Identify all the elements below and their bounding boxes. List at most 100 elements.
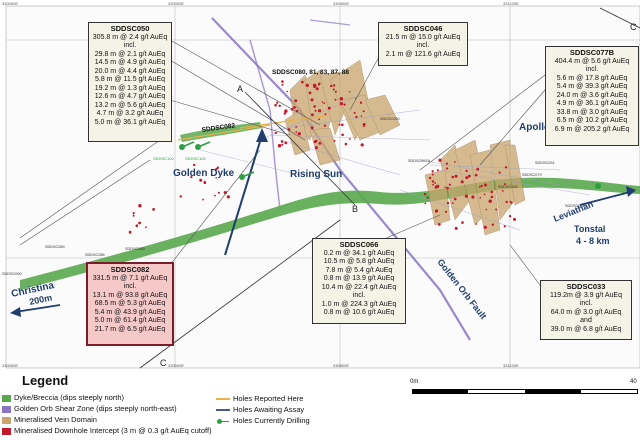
place-rising-sun: Rising Sun (290, 169, 342, 180)
tick-top-1: 330000E (2, 1, 18, 6)
intercept-dot (431, 170, 434, 173)
callout-line: 5.8 m @ 11.5 g/t AuEq (94, 76, 166, 83)
intercept-dot (281, 143, 284, 146)
intercept-dot (334, 98, 337, 101)
legend-item-intercept: Mineralised Downhole Intercept (3 m @ 0.… (2, 426, 212, 435)
callout-line: incl. (579, 300, 593, 307)
intercept-dot (448, 183, 451, 186)
intercept-dot (283, 112, 286, 115)
sddsc082-arrowhead (256, 128, 268, 142)
intercept-dot (308, 91, 312, 95)
hole-label-sddsc093: SDDSC093 (498, 185, 518, 189)
callout-line: 64.0 m @ 3.0 g/t AuEq (550, 308, 622, 316)
intercept-dot (323, 124, 327, 127)
intercept-dot (314, 146, 318, 150)
tick-bottom-2: 330500E (168, 363, 184, 368)
legend-item-label: Golden Orb Shear Zone (dips steeply nort… (14, 404, 177, 413)
intercept-dot (281, 80, 284, 83)
intercept-dot (465, 176, 469, 180)
callout-line: incl. (123, 283, 137, 290)
hole-label-sddsc089: SDDSC089 (45, 245, 65, 249)
intercept-dot (314, 109, 317, 112)
intercept-dot (284, 141, 288, 145)
intercept-dot (464, 194, 468, 198)
legend-item-holes-awaiting: Holes Awaiting Assay (216, 405, 304, 414)
intercept-dot (138, 221, 142, 225)
intercept-dot (355, 115, 358, 119)
legend-item-dyke: Dyke/Breccia (dips steeply north) (2, 393, 124, 402)
intercept-dot (313, 140, 317, 144)
shear-zone-upper (309, 19, 351, 26)
intercept-dot (284, 109, 288, 113)
callout-sddsc077b: SDDSC077B 404.4 m @ 5.6 g/t AuEq incl. 5… (545, 46, 639, 146)
intercept-dot (286, 90, 289, 93)
intercept-dot (503, 225, 506, 228)
intercept-dot (454, 174, 458, 178)
callout-line: 5.0 m @ 36.1 g/t AuEq (94, 118, 166, 126)
intercept-dot (145, 226, 147, 229)
intercept-dot (360, 143, 364, 147)
intercept-dot (479, 197, 482, 199)
drilling-rig-icon (216, 418, 230, 425)
intercept-dot (363, 125, 365, 127)
callout-line: 10.4 m @ 22.4 g/t AuEq (321, 283, 397, 291)
intercept-dot (483, 225, 487, 229)
place-tonstal: Tonstal (574, 224, 605, 234)
intercept-dot (274, 103, 277, 107)
intercept-dot (362, 123, 366, 126)
callout-line: incl. (123, 42, 137, 49)
intercept-dot (484, 183, 487, 187)
callout-line: incl. (352, 292, 366, 299)
callout-line: 1.0 m @ 224.3 g/t AuEq (321, 300, 397, 308)
scale-end-label: 40 (630, 379, 637, 385)
intercept-dot (438, 158, 442, 162)
intercept-dot (475, 223, 478, 225)
callout-line: 10.5 m @ 5.8 g/t AuEq (323, 258, 395, 265)
callout-line: 305.8 m @ 2.4 g/t AuEq (92, 33, 168, 41)
intercept-dot (327, 106, 331, 110)
intercept-dot (294, 99, 298, 103)
intercept-dot (446, 201, 450, 205)
callout-leaders (19, 39, 546, 286)
tonstal-arrow (579, 191, 631, 206)
intercept-dot (301, 80, 304, 84)
callout-sddsc033: SDDSC033 119.2m @ 3.9 g/t AuEq incl. 64.… (540, 280, 632, 340)
intercept-dot (501, 190, 504, 192)
tick-bottom-1: 330000E (2, 363, 18, 368)
drilling-rig-markers (179, 141, 601, 189)
callout-line: 21.5 m @ 15.0 g/t AuEq (385, 33, 461, 41)
callout-title: SDDSC077B (569, 48, 615, 57)
place-tonstal-distance: 4 - 8 km (576, 236, 610, 246)
intercept-dot (317, 83, 320, 86)
intercept-dot (203, 181, 207, 184)
scale-start-label: 0m (410, 379, 419, 385)
intercept-dot (295, 126, 298, 128)
intercept-dot (341, 133, 344, 137)
hole-label-sddsc091: SDDSC091 (535, 161, 555, 165)
section-label-c: C (160, 358, 167, 368)
section-label-c-top: C (630, 22, 637, 32)
intercept-dot (353, 111, 356, 114)
intercept-dot (436, 184, 440, 188)
intercept-dot (278, 104, 281, 108)
tick-top-3: 330800E (333, 1, 349, 6)
intercept-dot (460, 180, 464, 184)
callout-line: 33.8 m @ 3.0 g/t AuEq (556, 108, 628, 116)
hole-label-sddsc090: SDDSC090 (2, 272, 22, 276)
intercept-dot (215, 177, 217, 179)
intercept-dot (451, 175, 455, 179)
intercept-dot (128, 230, 132, 234)
intercept-dot (505, 200, 508, 204)
intercept-dot (333, 84, 336, 87)
intercept-dot (437, 223, 441, 226)
intercept-dot (504, 166, 508, 169)
intercept-dots (128, 80, 516, 234)
intercept-dot (348, 91, 351, 93)
legend-item-label: Mineralised Vein Domain (14, 415, 97, 424)
callout-line: incl. (585, 66, 599, 73)
callout-line: 68.5 m @ 5.3 g/t AuEq (94, 300, 166, 307)
dyke-band (20, 177, 640, 290)
intercept-dot (215, 167, 218, 171)
callout-line: 4.7 m @ 3.2 g/t AuEq (96, 110, 164, 117)
intercept-dot (490, 190, 494, 194)
